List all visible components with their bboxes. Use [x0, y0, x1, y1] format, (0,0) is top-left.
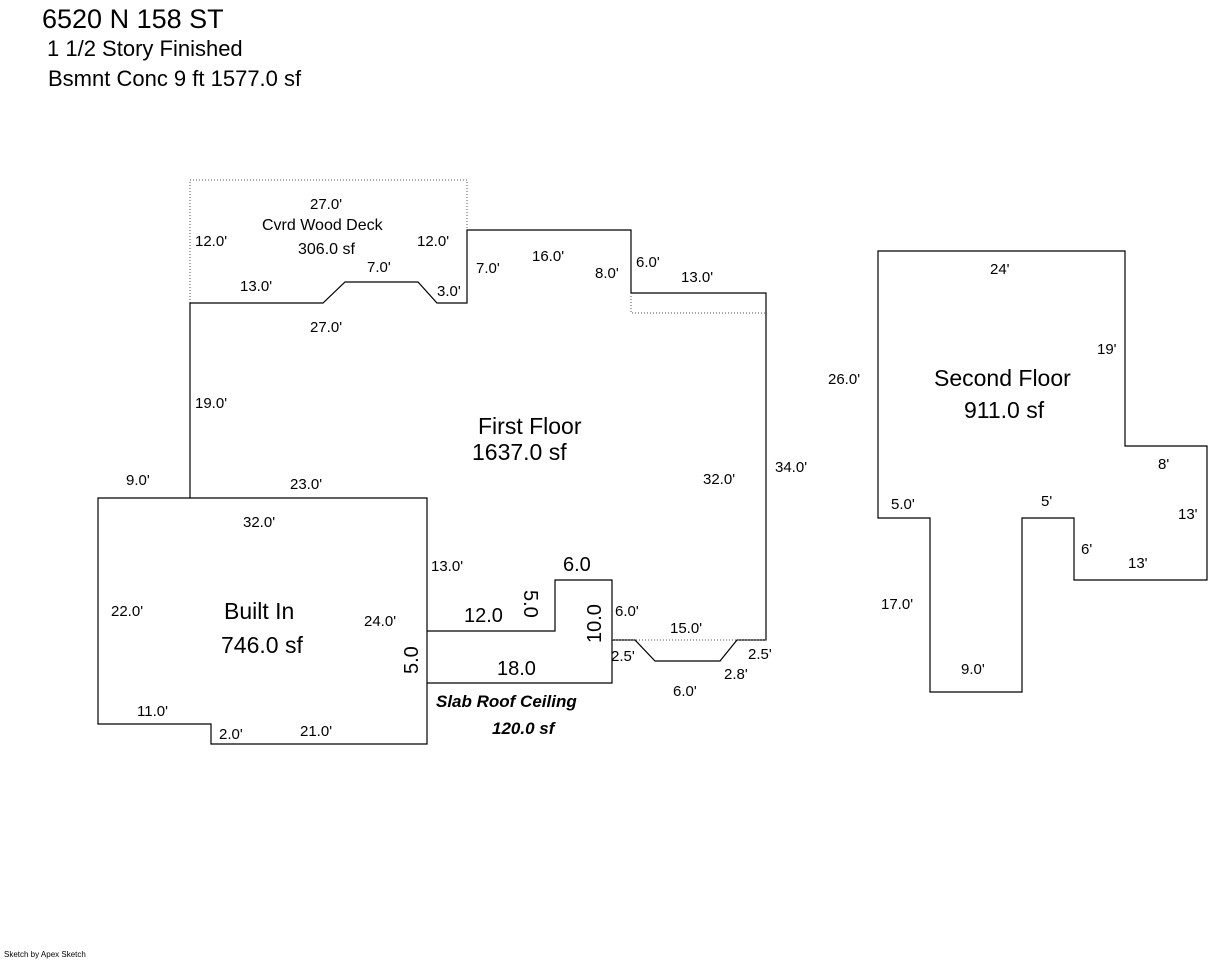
dim-label: 7.0'	[476, 260, 500, 277]
built-in-label: Built In	[224, 598, 294, 624]
deck-label: Cvrd Wood Deck	[262, 217, 384, 234]
slab-outline	[427, 640, 613, 684]
dim-label: 5.0'	[891, 496, 915, 513]
dim-label: 12.0'	[195, 233, 227, 250]
dim-label: 9.0'	[961, 661, 985, 678]
dim-label: 23.0'	[290, 476, 322, 493]
dim-label: 19'	[1097, 341, 1117, 358]
dim-label: 13.0'	[431, 558, 463, 575]
slab-label: Slab Roof Ceiling	[436, 692, 577, 711]
dim-label: 6.0'	[673, 683, 697, 700]
first-floor-outline	[189, 229, 767, 662]
dim-label: 18.0	[497, 658, 536, 680]
dim-label: 12.0'	[417, 233, 449, 250]
dim-label: 13'	[1178, 506, 1198, 523]
first-floor-area: 1637.0 sf	[472, 439, 567, 465]
dim-label: 2.5'	[611, 648, 635, 665]
dim-label: 7.0'	[367, 259, 391, 276]
dim-label: 19.0'	[195, 395, 227, 412]
dim-label: 8'	[1158, 456, 1169, 473]
first-floor-dotted-line	[630, 293, 766, 314]
dim-label: 9.0'	[126, 472, 150, 489]
dim-label: 5'	[1041, 493, 1052, 510]
dim-label: 24.0'	[364, 613, 396, 630]
dim-label: 2.8'	[724, 666, 748, 683]
basement-info: Bsmnt Conc 9 ft 1577.0 sf	[48, 66, 302, 91]
dim-label: 13'	[1128, 555, 1148, 572]
second-floor-outline	[877, 250, 1208, 693]
built-in-outline	[97, 497, 428, 745]
dim-label: 13.0'	[240, 278, 272, 295]
story-type: 1 1/2 Story Finished	[47, 36, 243, 61]
dim-label: 32.0'	[243, 514, 275, 531]
first-floor-label: First Floor	[478, 413, 582, 439]
dim-label: 32.0'	[703, 471, 735, 488]
dim-label: 17.0'	[881, 596, 913, 613]
dim-label: 2.0'	[219, 726, 243, 743]
dim-label: 26.0'	[828, 371, 860, 388]
deck-outline	[189, 179, 468, 303]
dim-label: 22.0'	[111, 603, 143, 620]
address-title: 6520 N 158 ST	[42, 4, 224, 34]
sketch-credit: Sketch by Apex Sketch	[4, 950, 86, 959]
deck-area: 306.0 sf	[298, 241, 355, 258]
dim-label: 5.0	[401, 646, 423, 674]
dim-label: 12.0	[464, 605, 503, 627]
dim-label: 6.0	[563, 554, 591, 576]
dim-label: 24'	[990, 261, 1010, 278]
dim-label: 15.0'	[670, 620, 702, 637]
dim-label: 34.0'	[775, 459, 807, 476]
dim-label: 3.0'	[437, 283, 461, 300]
dim-label: 21.0'	[300, 723, 332, 740]
dim-label: 2.5'	[748, 646, 772, 663]
dim-label: 10.0	[584, 604, 606, 643]
dim-label: 5.0	[519, 590, 541, 618]
second-floor-area: 911.0 sf	[964, 397, 1045, 423]
dim-label: 27.0'	[310, 196, 342, 213]
dim-label: 6'	[1081, 541, 1092, 558]
dim-label: 13.0'	[681, 269, 713, 286]
dim-label: 8.0'	[595, 265, 619, 282]
dim-label: 16.0'	[532, 248, 564, 265]
dim-label: 27.0'	[310, 319, 342, 336]
dim-label: 6.0'	[615, 603, 639, 620]
built-in-area: 746.0 sf	[221, 632, 303, 658]
dim-label: 6.0'	[636, 254, 660, 271]
dim-label: 11.0'	[137, 703, 168, 720]
slab-area: 120.0 sf	[492, 719, 557, 738]
second-floor-label: Second Floor	[934, 365, 1071, 391]
